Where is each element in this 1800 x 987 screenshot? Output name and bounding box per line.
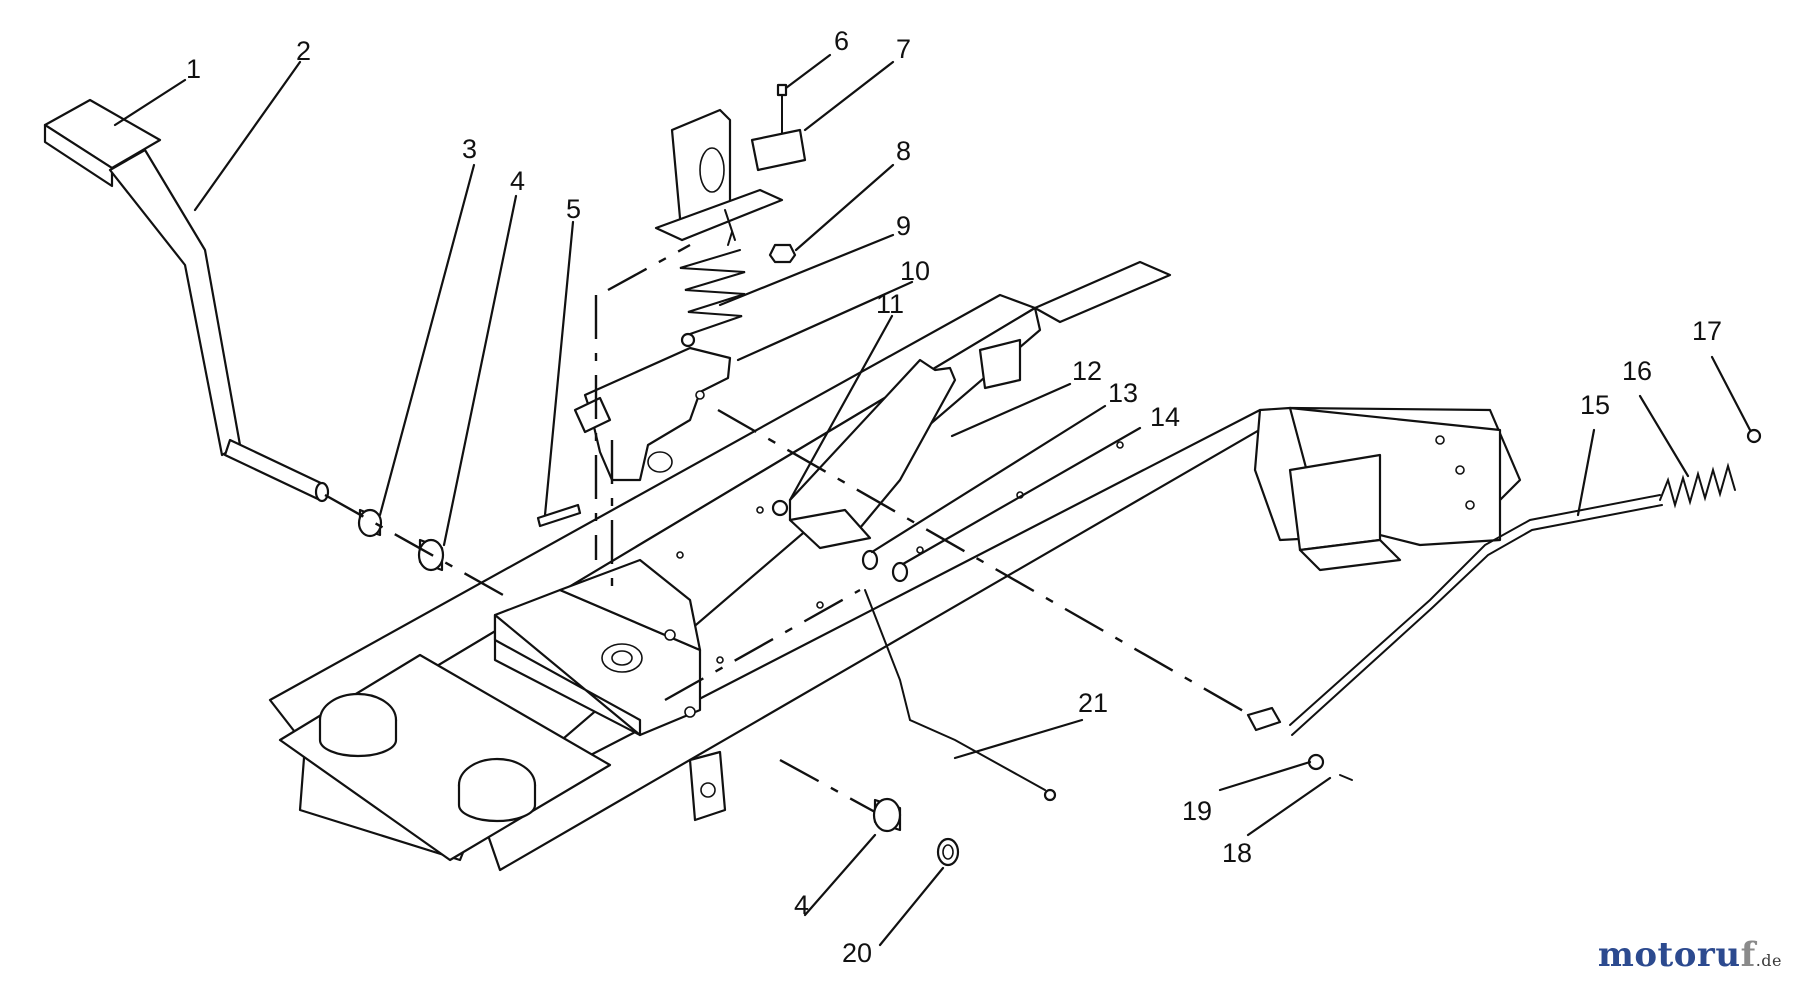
pin-5 [536, 503, 582, 528]
latch-plate [573, 346, 732, 482]
callout-17: 17 [1692, 316, 1722, 346]
callout-21: 21 [1078, 688, 1108, 718]
callout-12: 12 [1072, 356, 1102, 386]
callout-14: 14 [1150, 402, 1180, 432]
callout-20: 20 [842, 938, 872, 968]
spring-16 [1659, 428, 1762, 509]
callout-5: 5 [566, 194, 581, 224]
callout-16: 16 [1622, 356, 1652, 386]
leader-lines [113, 53, 1752, 947]
callout-2: 2 [296, 36, 311, 66]
callout-1: 1 [186, 54, 201, 84]
callout-6: 6 [834, 26, 849, 56]
brake-arm [771, 358, 957, 583]
cable [864, 589, 1057, 802]
watermark-suffix: .de [1755, 951, 1782, 970]
callout-4-lower: 4 [794, 890, 809, 920]
callout-7: 7 [896, 34, 911, 64]
callout-11: 11 [876, 289, 904, 319]
callout-8: 8 [896, 136, 911, 166]
callout-19: 19 [1182, 796, 1212, 826]
watermark-logo: motoruf.de [1598, 935, 1782, 975]
callout-10: 10 [900, 256, 930, 286]
callout-4: 4 [510, 166, 525, 196]
callout-15: 15 [1580, 390, 1610, 420]
brake-pedal-assembly [43, 98, 330, 503]
callout-labels: 1 2 3 4 5 6 7 8 9 10 11 12 13 14 15 16 1… [186, 26, 1722, 968]
watermark-main: motoru [1597, 935, 1741, 975]
upper-mount-bracket [654, 83, 807, 264]
callout-3: 3 [462, 134, 477, 164]
pivot-bracket [493, 558, 702, 737]
callout-13: 13 [1108, 378, 1138, 408]
watermark-tail: f [1740, 935, 1756, 975]
spring-9 [679, 209, 746, 348]
callout-9: 9 [896, 211, 911, 241]
callout-18: 18 [1222, 838, 1252, 868]
alignment-lines [324, 243, 1246, 814]
brake-rod [1246, 494, 1663, 781]
